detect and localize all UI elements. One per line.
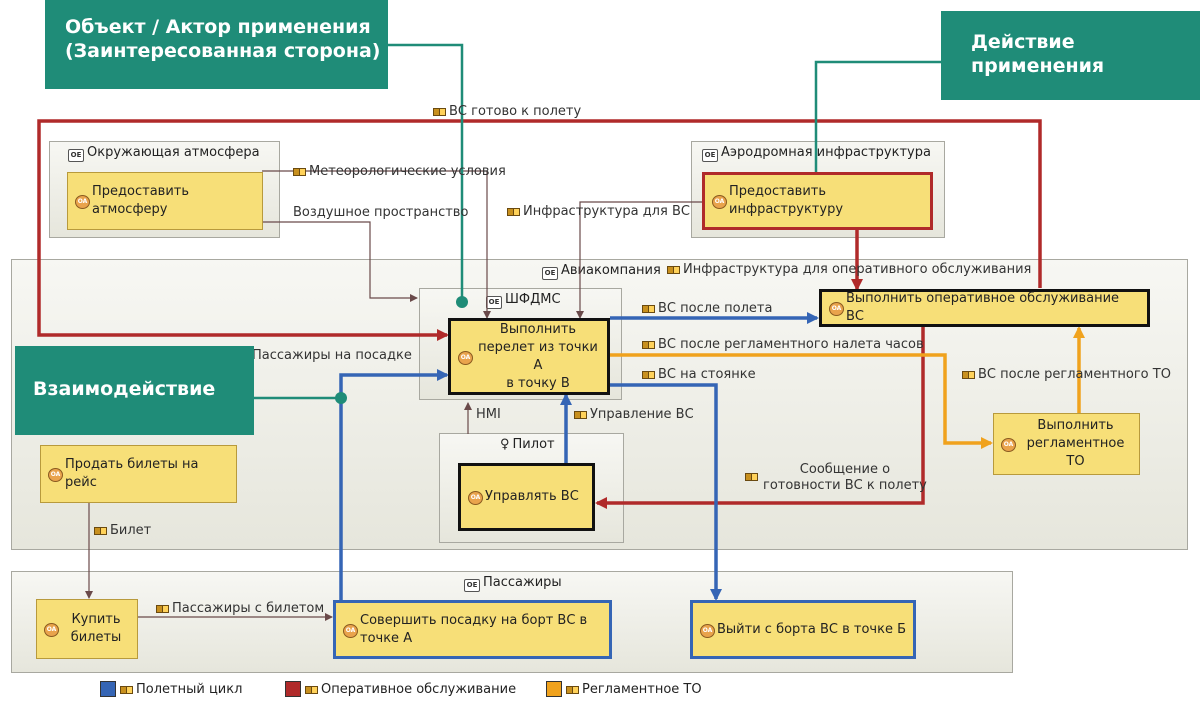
exchange-readiness-msg: Сообщение о готовности ВС к полету xyxy=(745,462,927,494)
exchange-passengers-with-ticket: Пассажиры с билетом xyxy=(156,601,324,617)
exchange-ticket: Билет xyxy=(94,523,151,539)
function-label: Предоставить атмосферу xyxy=(92,184,189,217)
function-control-aircraft[interactable]: OA Управлять ВС xyxy=(458,463,595,531)
legend-flight-cycle: Полетный цикл xyxy=(100,681,242,698)
function-label: Предоставить инфраструктуру xyxy=(729,184,844,217)
legend-swatch xyxy=(546,681,562,697)
exchange-ready-for-flight: ВС готово к полету xyxy=(433,104,581,120)
link-passengers-boarding xyxy=(339,369,449,601)
exchange-infra-for-aircraft: Инфраструктура для ВС xyxy=(507,204,690,220)
exchange-hmi: HMI xyxy=(476,407,501,422)
function-buy-tickets[interactable]: OA Купить билеты xyxy=(36,599,138,659)
legend-maintenance: Оперативное обслуживание xyxy=(285,681,516,698)
legend-swatch xyxy=(100,681,116,697)
function-perform-flight[interactable]: OA Выполнить перелет из точки А в точку … xyxy=(448,318,610,395)
function-icon: OA xyxy=(1001,438,1016,452)
callout-interaction: Взаимодействие xyxy=(15,346,254,435)
exchange-icon xyxy=(94,526,107,535)
function-label: Выйти с борта ВС в точке Б xyxy=(717,621,906,637)
function-scheduled-maintenance[interactable]: OA Выполнить регламентное ТО xyxy=(993,413,1140,475)
function-boarding[interactable]: OA Совершить посадку на борт ВС в точке … xyxy=(333,600,612,659)
exchange-icon xyxy=(507,207,520,216)
exchange-passengers-boarding: Пассажиры на посадке xyxy=(252,348,412,363)
exchange-after-scheduled-hours: ВС после регламентного налета часов xyxy=(642,337,924,353)
exchange-infra-for-maintenance: Инфраструктура для оперативного обслужив… xyxy=(667,262,1031,278)
exchange-icon xyxy=(642,304,655,313)
link-readiness-msg xyxy=(595,326,925,509)
function-label: Управлять ВС xyxy=(485,489,579,504)
legend-scheduled-to: Регламентное ТО xyxy=(546,681,702,698)
exchange-icon xyxy=(293,167,306,176)
passengers-title: Пассажиры xyxy=(483,575,562,590)
exchange-icon xyxy=(962,370,975,379)
function-deplane[interactable]: OA Выйти с борта ВС в точке Б xyxy=(690,600,916,659)
pointer-dot-object xyxy=(456,296,468,308)
link-airspace xyxy=(262,221,418,302)
aerodrome-title: Аэродромная инфраструктура xyxy=(721,145,931,160)
function-label: Продать билеты на рейс xyxy=(65,457,199,490)
function-provide-infrastructure[interactable]: OA Предоставить инфраструктуру xyxy=(702,172,933,230)
legend-swatch xyxy=(285,681,301,697)
function-provide-atmosphere[interactable]: OA Предоставить атмосферу xyxy=(67,172,263,230)
function-label: Купить билеты xyxy=(70,612,122,645)
exchange-after-scheduled-to: ВС после регламентного ТО xyxy=(962,367,1171,383)
exchange-icon xyxy=(574,410,587,419)
exchange-icon xyxy=(566,685,579,694)
component-icon: OE xyxy=(542,267,558,280)
function-line-maintenance[interactable]: OA Выполнить оперативное обслуживание ВС xyxy=(819,289,1150,327)
exchange-icon xyxy=(667,265,680,274)
pointer-action xyxy=(814,60,941,182)
function-icon: OA xyxy=(48,468,63,482)
function-icon: OA xyxy=(458,350,473,365)
exchange-after-flight: ВС после полета xyxy=(642,301,772,317)
exchange-aircraft-control: Управление ВС xyxy=(574,407,694,423)
pointer-dot-interaction xyxy=(335,392,347,404)
link-infra-for-aircraft xyxy=(576,201,702,319)
exchange-icon xyxy=(642,370,655,379)
link-after-scheduled-hours xyxy=(610,353,993,449)
function-label: Выполнить перелет из точки А в точку В xyxy=(478,321,598,391)
function-icon: OA xyxy=(712,195,727,209)
callout-object-actor: Объект / Актор применения (Заинтересован… xyxy=(45,0,388,89)
function-icon: OA xyxy=(829,302,844,316)
function-label: Выполнить оперативное обслуживание ВС xyxy=(846,291,1120,324)
function-icon: OA xyxy=(75,195,90,209)
exchange-airspace: Воздушное пространство xyxy=(293,205,469,220)
function-icon: OA xyxy=(44,623,59,637)
exchange-icon xyxy=(305,685,318,694)
exchange-weather: Метеорологические условия xyxy=(293,164,506,180)
exchange-icon xyxy=(433,107,446,116)
exchange-icon xyxy=(642,340,655,349)
exchange-icon xyxy=(745,472,758,481)
component-icon: OE xyxy=(68,149,84,162)
actor-icon: ♀ xyxy=(500,437,510,452)
airline-title: Авиакомпания xyxy=(561,263,661,278)
function-label: Совершить посадку на борт ВС в точке А xyxy=(360,612,588,646)
atmosphere-title: Окружающая атмосфера xyxy=(87,145,260,160)
function-icon: OA xyxy=(700,623,715,638)
exchange-icon xyxy=(120,685,133,694)
exchange-icon xyxy=(156,604,169,613)
function-icon: OA xyxy=(343,623,358,638)
shfdms-title: ШФДМС xyxy=(505,292,561,307)
pilot-title: Пилот xyxy=(512,437,555,452)
pointer-object xyxy=(388,43,464,302)
component-icon: OE xyxy=(464,579,480,592)
function-sell-tickets[interactable]: OA Продать билеты на рейс xyxy=(40,445,237,503)
callout-action: Действие применения xyxy=(941,11,1200,100)
component-icon: OE xyxy=(702,149,718,162)
function-icon: OA xyxy=(468,491,483,505)
link-weather xyxy=(262,170,491,319)
function-label: Выполнить регламентное ТО xyxy=(1026,418,1125,469)
link-ready-for-flight xyxy=(37,119,1042,341)
exchange-at-parking: ВС на стоянке xyxy=(642,367,756,383)
link-at-parking xyxy=(610,383,722,601)
